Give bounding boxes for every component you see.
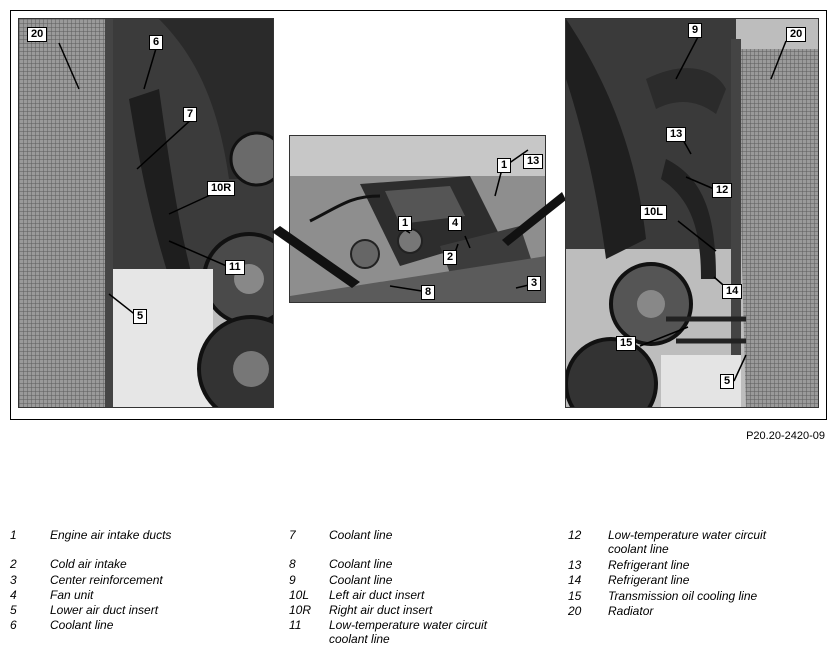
callout-5-left: 5: [133, 309, 148, 324]
photo-left: 20 6 7 10R 11 5: [18, 18, 274, 408]
legend-label: Low-temperature water circuit coolant li…: [329, 618, 488, 647]
legend-label: Coolant line: [329, 572, 393, 587]
legend-label: Low-temperature water circuit coolant li…: [608, 528, 767, 556]
legend-num: 15: [568, 588, 582, 603]
legend-label: Engine air intake ducts: [50, 528, 172, 542]
callout-10l: 10L: [640, 205, 667, 220]
legend-num: 10L: [289, 587, 310, 602]
callout-14: 14: [722, 284, 743, 299]
legend-label: Center reinforcement: [50, 572, 163, 587]
legend-label: Refrigerant line: [608, 558, 690, 572]
callout-2: 2: [443, 250, 458, 265]
callout-12: 12: [712, 183, 733, 198]
callout-20-left: 20: [27, 27, 48, 42]
legend-label: Coolant line: [329, 528, 393, 542]
legend-label: Cold air intake: [50, 557, 127, 572]
photo-right-drawing: [566, 19, 818, 407]
legend-num: 4: [10, 587, 17, 602]
legend-num: 9: [289, 572, 296, 587]
legend-label: Refrigerant line: [608, 573, 690, 588]
legend-num: 1: [10, 528, 17, 542]
callout-11: 11: [225, 260, 245, 275]
legend-label: Coolant line: [50, 618, 114, 633]
legend-label: Fan unit: [50, 587, 94, 602]
legend-num: 11: [289, 618, 302, 633]
callout-15: 15: [616, 336, 637, 351]
photo-center: 1 13 1 4 2 8 3: [289, 135, 546, 303]
photo-left-drawing: [19, 19, 273, 407]
photo-center-drawing: [290, 136, 545, 302]
legend-label: Lower air duct insert: [50, 603, 159, 618]
callout-1-mid: 1: [398, 216, 413, 231]
legend-num: 14: [568, 573, 582, 588]
callout-5-right: 5: [720, 374, 735, 389]
callout-13-center: 13: [523, 154, 544, 169]
legend-label: Coolant line: [329, 557, 393, 572]
photo-right: 9 20 13 12 10L 14 15 5: [565, 18, 819, 408]
legend-num: 5: [10, 603, 17, 618]
connector-bars: [272, 192, 566, 288]
legend-num: 13: [568, 558, 582, 572]
callout-4: 4: [448, 216, 463, 231]
callout-7: 7: [183, 107, 198, 122]
callout-3: 3: [527, 276, 542, 291]
legend-num: 10R: [289, 603, 312, 618]
callout-6: 6: [149, 35, 164, 50]
callout-10r: 10R: [207, 181, 236, 196]
legend-num: 20: [568, 603, 582, 618]
legend-label: Radiator: [608, 603, 654, 618]
legend-label: Left air duct insert: [329, 587, 425, 602]
figure-id: P20.20-2420-09: [746, 430, 825, 442]
callout-9: 9: [688, 23, 703, 38]
legend-num: 12: [568, 528, 582, 542]
legend-num: 6: [10, 618, 17, 633]
legend-num: 8: [289, 557, 296, 572]
legend-num: 2: [10, 557, 17, 572]
callout-8: 8: [421, 285, 436, 300]
callout-20-right: 20: [786, 27, 807, 42]
callout-1-top: 1: [497, 158, 512, 173]
legend-num: 3: [10, 572, 17, 587]
legend-label: Right air duct insert: [329, 603, 433, 618]
callout-13-right: 13: [666, 127, 687, 142]
legend-label: Transmission oil cooling line: [608, 588, 758, 603]
legend-num: 7: [289, 528, 296, 542]
